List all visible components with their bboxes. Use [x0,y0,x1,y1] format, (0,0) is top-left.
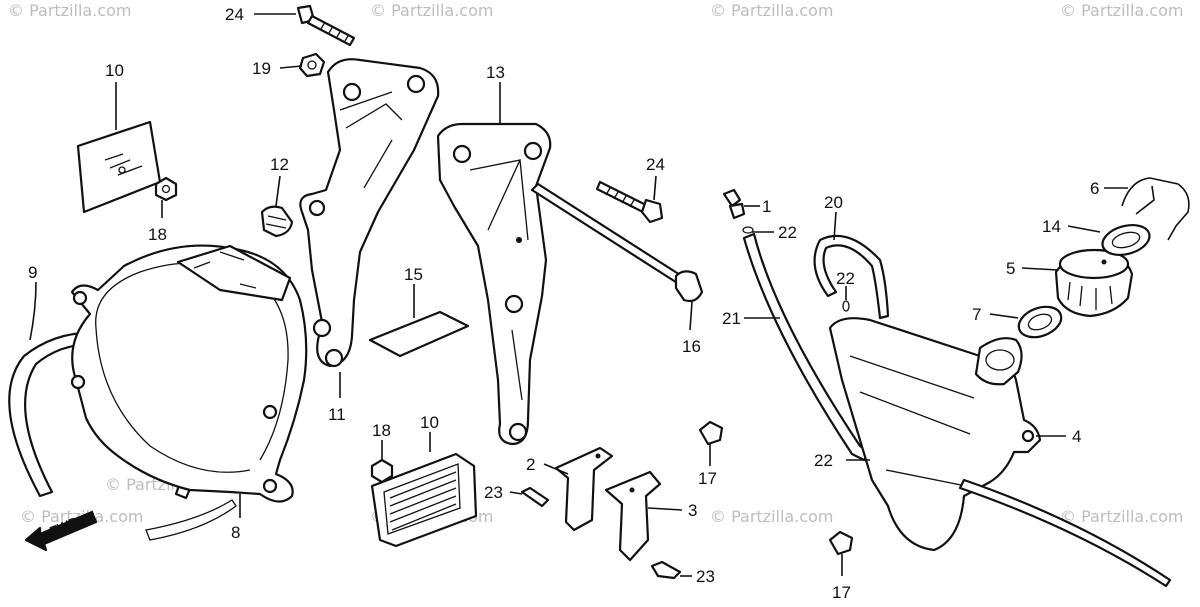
callout-11: 11 [328,405,346,424]
watermark-text: © Partzilla.com [710,507,833,526]
callout-20: 20 [824,193,843,212]
callout-10: 10 [105,61,124,80]
washer-7 [1017,305,1063,339]
leader-lines [29,13,1128,577]
callout-8: 8 [231,523,240,542]
callout-21: 21 [722,309,741,328]
callout-9: 9 [28,263,37,282]
clip-22-b [842,300,850,312]
clip-22-a [742,226,754,234]
bracket-13 [436,122,552,446]
shell-8 [70,244,308,503]
callout-17: 17 [832,583,851,602]
callout-4: 4 [1072,427,1081,446]
bracket-2 [554,446,614,532]
grommet-12 [260,205,294,238]
callout-22: 22 [778,223,797,242]
callout-24: 24 [646,155,665,174]
callout-12: 12 [270,155,289,174]
nut-19 [298,52,326,78]
callout-1: 1 [762,197,771,216]
hose-20 [813,234,890,320]
bolt-16-long [530,182,704,303]
callout-23: 23 [696,567,715,586]
watermark-text: © Partzilla.com [1060,507,1183,526]
callout-labels: 24 19 10 18 12 13 24 1 22 20 6 14 5 22 7… [28,5,1099,602]
callout-15: 15 [404,265,423,284]
callout-3: 3 [688,501,697,520]
fitting-1 [722,188,746,220]
filter-10-lower [370,452,478,548]
watermark-text: © Partzilla.com [1060,1,1183,20]
callout-13: 13 [486,63,505,82]
bracket-3 [604,470,662,562]
callout-7: 7 [972,305,981,324]
callout-14: 14 [1042,217,1061,236]
callout-16: 16 [682,337,701,356]
label-15 [368,310,470,358]
nut-18-upper [154,176,178,202]
gasket-14 [1101,224,1151,256]
cap-5 [1054,248,1134,318]
bolt-23-a [520,486,550,508]
callout-2: 2 [526,455,535,474]
callout-18: 18 [148,225,167,244]
callout-23: 23 [484,483,503,502]
clip-6 [1121,177,1190,241]
plate-10-upper [76,120,162,214]
watermark-text: © Partzilla.com [8,1,131,20]
callout-22: 22 [836,269,855,288]
callout-18: 18 [372,421,391,440]
callout-6: 6 [1090,179,1099,198]
callout-19: 19 [252,59,271,78]
bolt-24-right [595,180,664,224]
callout-22: 22 [814,451,833,470]
screw-17-upper [698,420,724,446]
bracket-11 [299,58,440,368]
watermark-text: © Partzilla.com [370,1,493,20]
bolt-23-b [650,560,682,580]
callout-5: 5 [1006,259,1015,278]
bolt-24-top [296,4,356,47]
tank-4 [828,317,1172,588]
watermark-text: © Partzilla.com [710,1,833,20]
callout-17: 17 [698,469,717,488]
nut-18-lower [370,458,394,484]
callout-10: 10 [420,413,439,432]
callout-24: 24 [225,5,244,24]
screw-17-lower [828,530,854,556]
